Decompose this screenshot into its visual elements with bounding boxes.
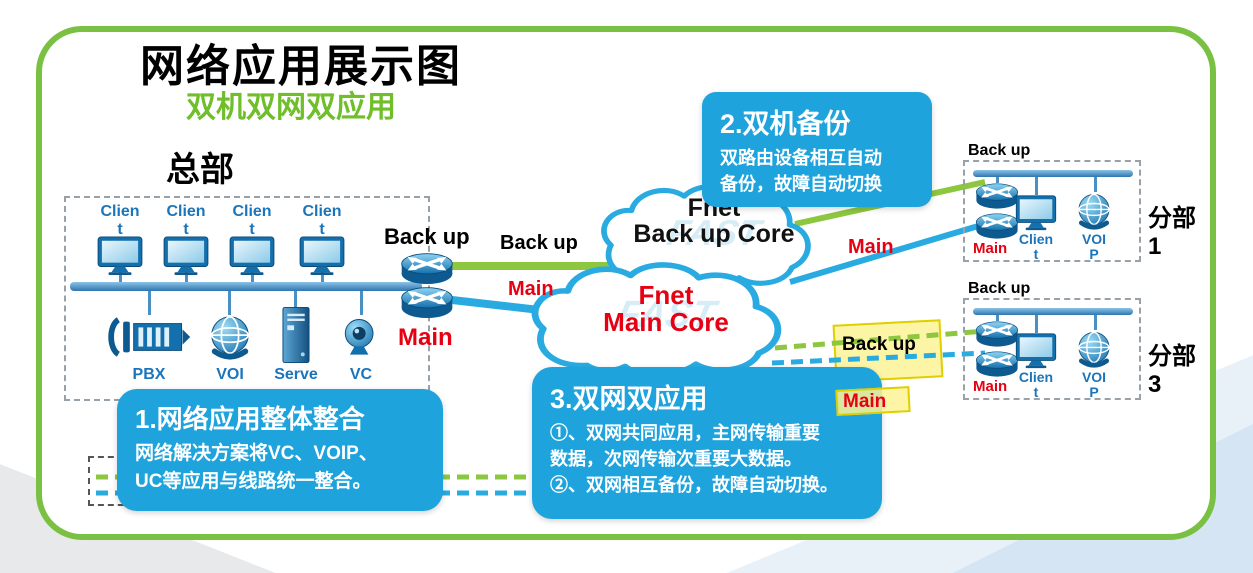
branch-3: Back up Main Clien t VOI P 分部3	[958, 278, 1203, 418]
client-label: Clien t	[166, 203, 206, 238]
callout-body: ①、双网共同应用，主网传输重要 数据，次网传输次重要大数据。 ②、双网相互备份，…	[550, 423, 838, 496]
branch-name: 分部3	[1148, 343, 1196, 398]
callout-title: 3.双网双应用	[550, 384, 708, 414]
connector-line	[996, 177, 999, 183]
voip-globe-icon	[1075, 330, 1113, 368]
branch-network-bus	[973, 308, 1133, 315]
callout-title: 2.双机备份	[720, 109, 851, 139]
voip-globe-icon	[1075, 192, 1113, 230]
client-computer-icon	[97, 236, 143, 276]
branch-client-label: Clien t	[1018, 231, 1054, 262]
router-icon	[400, 250, 454, 286]
device-label-voip: VOI	[216, 366, 244, 383]
client-computer-icon	[299, 236, 345, 276]
connector-line	[148, 291, 151, 315]
callout-1-integration: 1.网络应用整体整合 网络解决方案将VC、VOIP、 UC等应用与线路统一整合。	[117, 389, 443, 511]
page-title: 网络应用展示图	[140, 42, 462, 91]
main-core-cloud: FAST Fnet Main Core	[516, 260, 816, 382]
link-label-branch3-main: Main	[843, 391, 887, 412]
client-label: Clien t	[232, 203, 272, 238]
connector-line	[360, 291, 363, 315]
callout-title: 1.网络应用整体整合	[135, 404, 365, 434]
page-subtitle: 双机双网双应用	[186, 91, 396, 124]
connector-line	[119, 272, 122, 282]
device-label-pbx: PBX	[132, 366, 166, 383]
voip-globe-icon	[207, 314, 253, 360]
cloud-core-label: Back up Core	[633, 219, 795, 248]
cloud-core-label: Main Core	[603, 306, 729, 337]
callout-body: 网络解决方案将VC、VOIP、 UC等应用与线路统一整合。	[135, 443, 378, 492]
branch-main-label: Main	[973, 378, 1008, 395]
connector-line	[321, 272, 324, 282]
client-computer-icon	[163, 236, 209, 276]
link-label-branch3-backup: Back up	[842, 334, 916, 355]
hq-backup-router-label: Back up	[384, 224, 470, 249]
client-computer-icon	[1015, 195, 1057, 231]
callout-2-dual-router-backup: 2.双机备份 双路由设备相互自动 备份，故障自动切换	[702, 92, 932, 208]
client-computer-icon	[229, 236, 275, 276]
branch-name: 分部1	[1148, 205, 1196, 260]
cloud-name: Fnet	[638, 280, 694, 310]
link-label-backup: Back up	[500, 232, 578, 254]
branch-backup-label: Back up	[968, 280, 1031, 297]
connector-line	[1035, 177, 1038, 195]
device-label-vc: VC	[349, 366, 373, 383]
router-icon	[400, 284, 454, 320]
connector-line	[996, 315, 999, 321]
branch-client-label: Clien t	[1018, 369, 1054, 400]
device-label-server: Serve	[274, 366, 318, 383]
hq-network-bus	[70, 282, 422, 291]
server-icon	[281, 306, 311, 364]
hq-main-router-label: Main	[398, 324, 453, 351]
callout-3-dual-network: 3.双网双应用 ①、双网共同应用，主网传输重要 数据，次网传输次重要大数据。 ②…	[532, 367, 882, 519]
router-icon	[975, 319, 1019, 348]
branch-main-label: Main	[973, 240, 1008, 257]
link-label-main: Main	[508, 278, 554, 300]
connector-line	[294, 291, 297, 315]
router-icon	[975, 181, 1019, 210]
connector-line	[251, 272, 254, 282]
link-label-branch1-main: Main	[848, 236, 894, 258]
branch-1: Back up Main Clien t VOI P 分部1	[958, 140, 1203, 280]
pbx-icon	[106, 314, 192, 360]
branch-backup-label: Back up	[968, 142, 1031, 159]
video-camera-icon	[336, 316, 386, 360]
branch-voip-label: VOI P	[1081, 369, 1107, 400]
connector-line	[1035, 315, 1038, 333]
branch-voip-label: VOI P	[1081, 231, 1107, 262]
client-label: Clien t	[100, 203, 140, 238]
connector-line	[185, 272, 188, 282]
callout-body: 双路由设备相互自动 备份，故障自动切换	[720, 148, 882, 195]
branch-network-bus	[973, 170, 1133, 177]
connector-line	[228, 291, 231, 315]
connector-line	[1094, 177, 1097, 192]
headquarters-label: 总部	[166, 151, 234, 189]
connector-line	[1094, 315, 1097, 330]
client-label: Clien t	[302, 203, 342, 238]
client-computer-icon	[1015, 333, 1057, 369]
